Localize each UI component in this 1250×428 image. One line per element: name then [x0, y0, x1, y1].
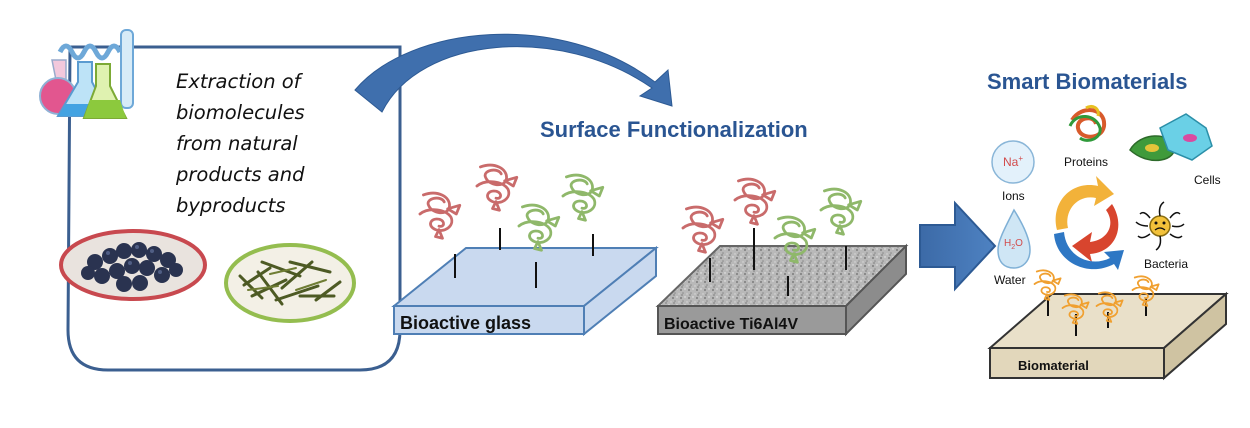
protein-ti-2	[733, 177, 777, 226]
bacteria-label: Bacteria	[1144, 257, 1188, 271]
ions-label: Ions	[1002, 189, 1025, 203]
extraction-text: Extraction of biomolecules from natural …	[176, 66, 346, 221]
glass-label: Bioactive glass	[400, 313, 531, 333]
protein-glass-4	[561, 173, 605, 222]
protein-glass-2	[475, 163, 519, 212]
extraction-line-3: from natural	[176, 132, 298, 155]
water-formula: H2O	[1004, 238, 1023, 251]
ti-label: Bioactive Ti6Al4V	[664, 316, 798, 333]
protein-glass-3	[517, 203, 561, 252]
tea-leaves-image	[224, 243, 356, 323]
proteins-icon	[1068, 104, 1107, 142]
protein-ti-1	[681, 205, 725, 254]
ions-icon	[991, 140, 1035, 184]
smart-biomaterials-title: Smart Biomaterials	[987, 69, 1188, 94]
water-icon	[997, 208, 1031, 269]
water-label: Water	[994, 273, 1026, 287]
extraction-line-5: byproducts	[176, 194, 286, 217]
block-arrow	[919, 200, 997, 292]
surface-functionalization-title: Surface Functionalization	[540, 117, 808, 142]
protein-glass-1	[418, 191, 462, 240]
cycle-arrows-icon	[1054, 176, 1124, 270]
protein-ti-4	[819, 187, 863, 236]
proteins-label: Proteins	[1064, 155, 1108, 169]
extraction-line-2: biomolecules	[176, 101, 305, 124]
cells-icon	[1129, 113, 1213, 162]
biomaterial-label: Biomaterial	[1018, 358, 1089, 373]
ion-symbol: Na+	[1003, 154, 1023, 169]
cells-label: Cells	[1194, 173, 1221, 187]
curved-arrow	[354, 33, 673, 113]
extraction-line-1: Extraction of	[176, 70, 301, 93]
extraction-line-4: products and	[176, 163, 305, 186]
grapes-image	[59, 229, 207, 301]
bacteria-icon	[1135, 201, 1185, 251]
bioactive-ti-slab	[655, 228, 909, 337]
labware-icon	[39, 29, 134, 119]
bioactive-glass-slab	[391, 228, 659, 337]
